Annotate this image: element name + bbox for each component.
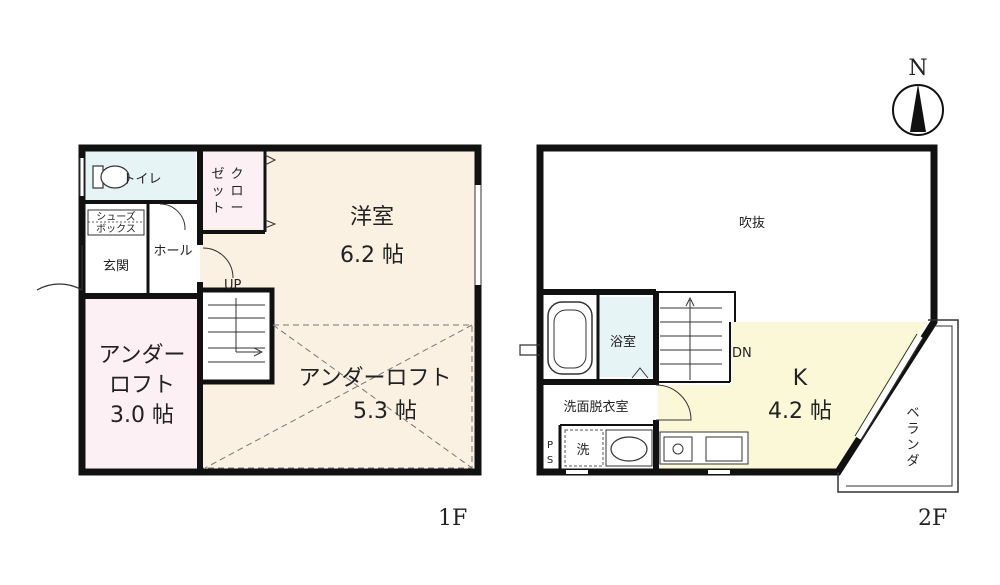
closet-label-3: ー <box>230 201 243 216</box>
bath-label: 浴室 <box>610 334 636 350</box>
stove <box>663 436 693 462</box>
balcony-label-4: ダ <box>906 454 919 469</box>
under-loft-left-fill <box>86 298 198 468</box>
ps-label-1: P <box>547 440 553 451</box>
stairs-2f <box>660 296 722 380</box>
kitchen-name: K <box>793 366 808 391</box>
entrance-wall <box>78 238 82 298</box>
stove-burner <box>672 443 684 455</box>
closet-label-1: ク <box>230 167 243 182</box>
entrance-label: 玄関 <box>103 259 129 274</box>
hall-door <box>159 203 186 231</box>
under-loft-left-line2: ロフト <box>109 373 175 398</box>
toilet-bowl <box>100 165 130 189</box>
dn-label: DN <box>732 346 752 361</box>
closet-label-5: ッ <box>211 184 224 199</box>
western-room-size: 6.2 帖 <box>340 243 404 268</box>
balcony-window-line <box>854 333 918 437</box>
kitchen-sink <box>705 436 743 462</box>
closet-fill <box>203 150 265 228</box>
balcony-label-2: ラ <box>906 422 919 437</box>
balcony-label-1: ベ <box>906 406 919 421</box>
under-loft-right-name: アンダーロフト <box>298 366 451 391</box>
hall-label: ホール <box>153 244 192 259</box>
under-loft-dashes <box>203 324 473 469</box>
bathtub-inner <box>553 309 587 369</box>
outer-wall-1f <box>78 144 482 476</box>
shoes-label-1: シューズ <box>96 210 136 223</box>
floor-1f: トイレ ク ロ ー ゼ ッ ト シューズ ボックス 玄関 ホール 洋室 6.2 … <box>36 144 482 531</box>
toilet-label: トイレ <box>122 172 161 187</box>
under-loft-left-size: 3.0 帖 <box>110 403 174 428</box>
compass-n-label: N <box>908 56 927 81</box>
sink-basin <box>610 436 648 462</box>
western-room-name: 洋室 <box>350 205 394 230</box>
balcony-label-3: ン <box>906 438 919 453</box>
shoes-box <box>87 209 145 236</box>
closet-label-4: ゼ <box>211 167 224 182</box>
compass: N <box>892 56 944 136</box>
closet-label-2: ロ <box>230 184 243 199</box>
bath-fill <box>598 297 656 377</box>
stair-wall <box>200 287 275 385</box>
under-loft-left-line1: アンダー <box>98 343 185 368</box>
shoes-label-2: ボックス <box>96 223 136 235</box>
bath-door <box>631 367 649 379</box>
closet-door <box>264 154 277 166</box>
entrance-door <box>36 245 83 292</box>
ps-label-2: S <box>547 455 553 466</box>
closet-door <box>264 219 277 229</box>
up-label: UP <box>224 278 242 293</box>
stairs-area <box>203 290 273 380</box>
compass-needle <box>910 84 926 132</box>
stairs-1f <box>208 298 265 363</box>
closet-label-6: ト <box>211 201 224 216</box>
balcony <box>837 319 959 493</box>
floor-2f: 吹抜 浴室 DN K 4.2 帖 洗面脱衣室 洗 P S ベ ラ ン ダ 2F <box>519 144 959 531</box>
exterior-door <box>519 344 540 356</box>
under-loft-right-size: 5.3 帖 <box>353 399 417 424</box>
room-door <box>202 247 234 279</box>
floor-2f-label: 2F <box>918 506 947 531</box>
balcony-inner <box>846 325 953 487</box>
stair-outline <box>656 291 736 322</box>
floor-1f-label: 1F <box>438 506 467 531</box>
washer-label: 洗 <box>576 443 589 458</box>
balcony-window <box>855 334 923 440</box>
balcony-window-line <box>860 337 924 441</box>
kitchen-size: 4.2 帖 <box>768 399 832 424</box>
washroom-door <box>655 384 692 421</box>
washer <box>564 429 604 467</box>
washroom-label: 洗面脱衣室 <box>563 399 628 415</box>
void-label: 吹抜 <box>739 215 765 231</box>
